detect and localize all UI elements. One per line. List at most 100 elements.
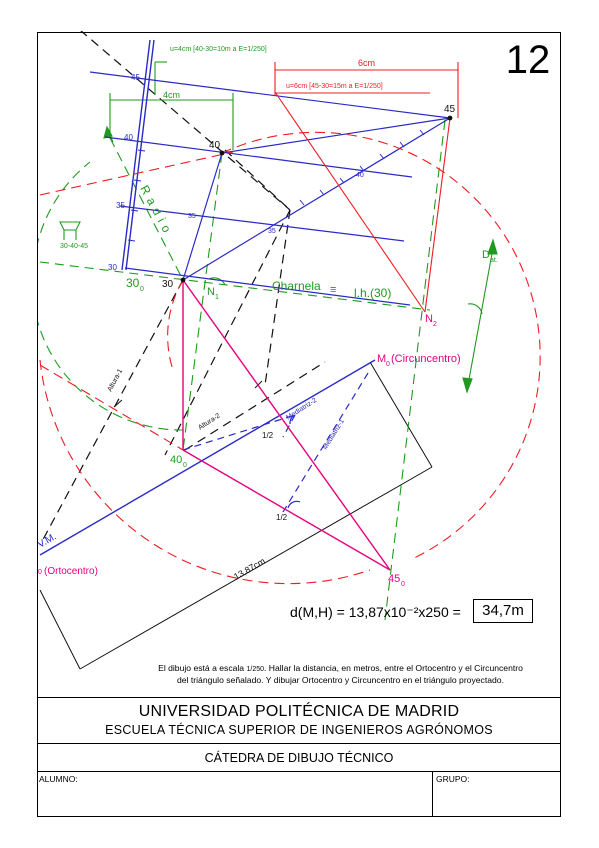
vertex-label-40: 40: [209, 140, 221, 151]
point-n1-sub: 1: [215, 294, 219, 301]
vertex-30: [180, 277, 186, 283]
point-30-0: 30: [126, 276, 140, 290]
height-projection-green: [384, 119, 446, 621]
triangle-side-40-45: [221, 117, 451, 154]
vertical-scale-note: u=4cm [40-30=10m a E=1/250]: [170, 46, 267, 53]
red-dashed-40: [39, 151, 234, 196]
mediatriz-2-right-angle: [289, 414, 296, 425]
contour-label-40: 40: [124, 133, 133, 142]
dat-axis: [467, 247, 494, 386]
diagonal-dashed-line: [79, 29, 291, 211]
point-m0-sub: 0: [386, 361, 390, 368]
contour-label-35-right: 35: [268, 228, 276, 235]
top-margin: [0, 0, 599, 31]
contour-label-35: 35: [116, 201, 125, 210]
point-n1: N: [207, 286, 215, 298]
dat-right-angle: [467, 303, 483, 315]
contour-label-30: 30: [108, 263, 117, 272]
dat-arrow-down: [462, 377, 473, 394]
mediatriz-2-base: [182, 414, 296, 451]
altura-1-right-angle: [113, 399, 123, 408]
vertex-45: [447, 115, 453, 121]
projection-40-green: [182, 152, 223, 451]
horizontal-scale-note: u=6cm [45-30=15m a E=1/250]: [286, 83, 383, 90]
distance-extension-right: [369, 361, 433, 468]
circumcircle-arc-red: [39, 359, 371, 585]
title-block-department: CÁTEDRA DE DIBUJO TÉCNICO: [37, 743, 561, 771]
hinge-line-label: l.h.(30): [354, 286, 391, 300]
scale-ticks: [127, 129, 425, 242]
contour-label-45: 45: [131, 73, 140, 82]
school-name: ESCUELA TÉCNICA SUPERIOR DE INGENIEROS A…: [105, 723, 493, 737]
sheet-number: 12: [505, 38, 551, 82]
problem-statement: El dibujo está a escala 1/250. Hallar la…: [118, 663, 563, 686]
vertical-scale-left: [121, 39, 151, 271]
vertex-label-30: 30: [162, 279, 174, 290]
perpendicular-dashed-line: [164, 209, 291, 456]
mediatriz-1: [282, 372, 369, 513]
title-block-university: UNIVERSIDAD POLITÉCNICA DE MADRID ESCUEL…: [37, 697, 561, 743]
point-h0-sub: 0: [38, 569, 42, 576]
plane-symbol-label: 30-40-45: [60, 243, 88, 250]
mediatriz-1-right-angle: [287, 500, 301, 509]
point-dat: D: [482, 249, 490, 261]
vertex-40: [219, 150, 225, 156]
title-block-divider: [432, 772, 433, 817]
hinge-label: Charnela: [272, 279, 321, 293]
hinge-extension-green: [39, 261, 431, 311]
rabatment-arc-red-small: [167, 279, 184, 371]
altura-1-line: [39, 279, 184, 546]
true-size-side-40-45: [182, 449, 391, 571]
statement-line2: del triángulo señalado. Y dibujar Ortoce…: [177, 675, 504, 685]
point-40-0: 40: [170, 454, 182, 466]
hinge-symbol: ≡: [330, 284, 336, 296]
statement-scale: 1/250: [246, 666, 265, 673]
result-formula: d(M,H) = 13,87x10⁻²x250 =: [290, 604, 461, 620]
vertical-scale-right: [125, 39, 155, 271]
mediatriz-2-tail: [282, 414, 296, 438]
university-name: UNIVERSIDAD POLITÉCNICA DE MADRID: [138, 703, 460, 720]
altura-2-right-angle: [254, 380, 263, 389]
left-margin: [0, 0, 37, 848]
contour-45: [89, 71, 451, 119]
point-h0-text: (Ortocentro): [44, 566, 98, 577]
point-dat-sub: at.: [490, 257, 498, 264]
point-m0: M: [377, 353, 386, 365]
red-dashed-40-0: [39, 364, 184, 451]
distance-dimension-line: [79, 466, 433, 670]
statement-part2: . Hallar la distancia, en metros, entre …: [264, 663, 523, 673]
red-line-45-n2: [274, 91, 426, 313]
title-block-names: ALUMNO: GRUPO:: [37, 771, 561, 817]
group-label: GRUPO:: [436, 774, 470, 784]
point-40-0-sub: 0: [183, 462, 187, 469]
vm-line: [39, 359, 376, 556]
red-perpendicular-45: [424, 117, 451, 313]
triangle-side-30-45: [182, 117, 451, 281]
contour-30-hinge: [124, 267, 411, 306]
half-label-a: 1/2: [262, 431, 274, 440]
contour-35: [119, 205, 405, 242]
statement-part1: El dibujo está a escala: [158, 663, 247, 673]
distance-extension-left: [39, 589, 81, 670]
true-size-side-30-45: [182, 279, 391, 571]
six-cm-label: 6cm: [358, 58, 375, 68]
radius-line: [109, 137, 184, 281]
point-m0-text: (Circuncentro): [391, 353, 461, 365]
contour-label-35-mid: 35: [188, 213, 196, 220]
contour-label-40-right: 40: [356, 172, 364, 179]
rabatment-arc-red: [221, 131, 541, 561]
point-30-0-sub: 0: [140, 286, 144, 293]
sheet-frame: [37, 32, 561, 817]
point-n2-sub: 2: [433, 321, 437, 328]
point-45-0-sub: 0: [401, 581, 405, 588]
contour-40: [104, 136, 413, 178]
four-cm-label: 4cm: [163, 90, 180, 100]
dat-arrow-up: [487, 238, 498, 255]
altura-2-line: [184, 361, 326, 451]
point-n2: N: [425, 313, 433, 325]
triangle-side-30-40: [182, 152, 223, 281]
vertex-label-45: 45: [444, 104, 456, 115]
point-45-0: 45: [388, 573, 400, 585]
